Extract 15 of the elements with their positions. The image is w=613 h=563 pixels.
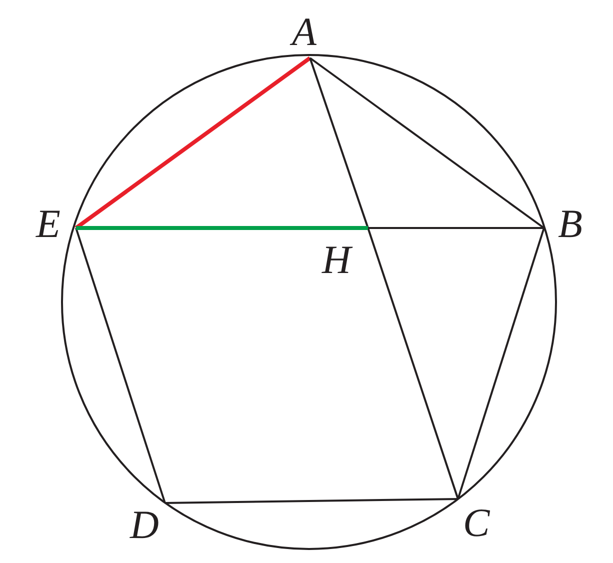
line-segment: [368, 227, 544, 229]
line-segment: [309, 57, 545, 229]
line-segment: [457, 228, 545, 500]
point-label: E: [36, 204, 60, 244]
point-label: H: [322, 240, 351, 280]
line-segment: [75, 228, 166, 504]
line-segment: [164, 498, 458, 504]
point-label: D: [130, 505, 159, 545]
point-label: C: [463, 503, 490, 543]
point-label: B: [558, 204, 582, 244]
line-segment: [367, 228, 459, 500]
line-segment: [309, 58, 369, 228]
line-segment: [76, 226, 368, 230]
line-segment: [74, 56, 312, 230]
point-label: A: [292, 12, 316, 52]
